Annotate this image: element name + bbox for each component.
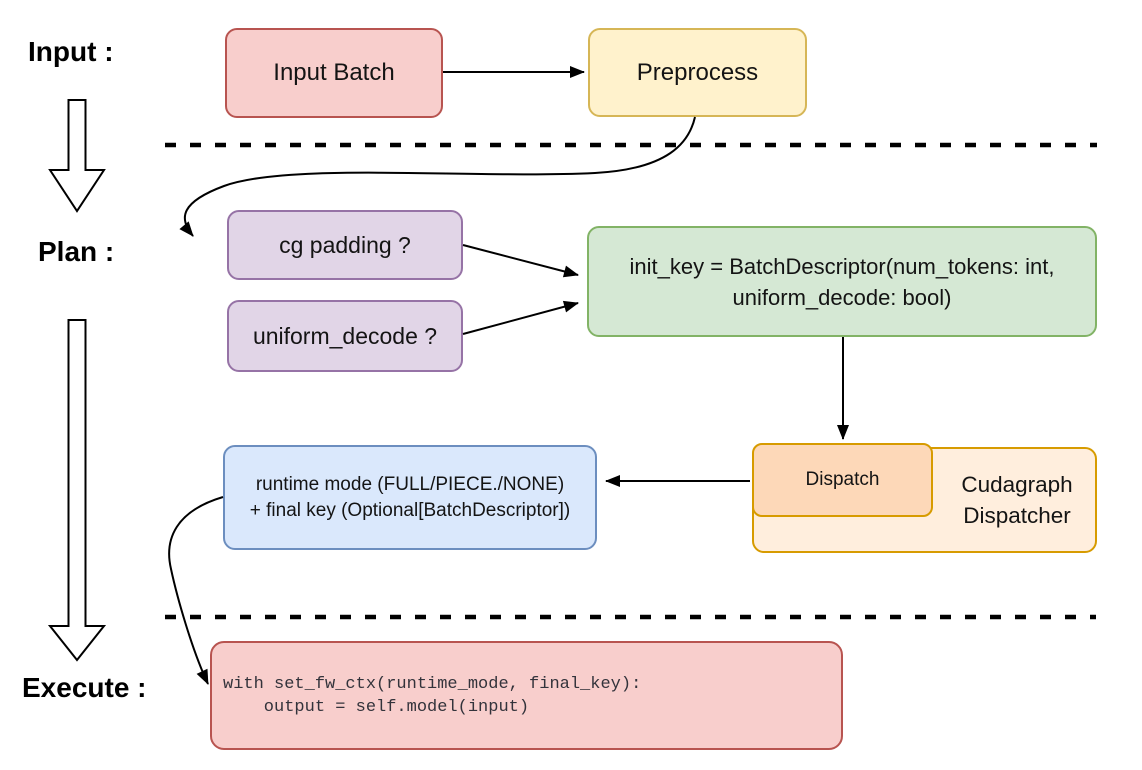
- node-init-key: init_key = BatchDescriptor(num_tokens: i…: [587, 226, 1097, 337]
- node-runtime-mode-line1: runtime mode (FULL/PIECE./NONE): [255, 473, 565, 495]
- node-preprocess-label: Preprocess: [636, 58, 759, 86]
- node-uniform-decode: uniform_decode ?: [227, 300, 463, 372]
- stage-label-execute: Execute :: [22, 672, 147, 703]
- node-runtime-mode: runtime mode (FULL/PIECE./NONE) + final …: [223, 445, 597, 550]
- node-init-key-line1: init_key = BatchDescriptor(num_tokens: i…: [629, 253, 1055, 279]
- node-cudagraph-line2: Dispatcher: [963, 503, 1071, 528]
- node-dispatch: Dispatch: [752, 443, 933, 517]
- execute-code-line2: output = self.model(input): [223, 697, 530, 717]
- node-cg-padding-label: cg padding ?: [279, 231, 411, 258]
- node-uniform-decode-label: uniform_decode ?: [252, 322, 438, 349]
- node-dispatch-label: Dispatch: [805, 469, 880, 490]
- stage-arrow-plan-to-execute: [47, 319, 107, 662]
- node-runtime-mode-line2: + final key (Optional[BatchDescriptor]): [249, 499, 571, 521]
- execute-code-line1: with set_fw_ctx(runtime_mode, final_key)…: [223, 674, 642, 694]
- edge-cgpadding-initkey: [462, 244, 579, 278]
- node-cg-padding: cg padding ?: [227, 210, 463, 280]
- node-init-key-line2: uniform_decode: bool): [732, 284, 952, 310]
- node-preprocess: Preprocess: [588, 28, 807, 117]
- stage-label-input: Input :: [28, 36, 114, 67]
- node-cudagraph-line1: Cudagraph: [961, 472, 1073, 497]
- stage-label-plan: Plan :: [38, 236, 115, 267]
- stage-arrow-input-to-plan: [48, 99, 106, 213]
- node-input-batch-label: Input Batch: [273, 59, 395, 86]
- node-cudagraph-dispatcher-label: Cudagraph Dispatcher: [935, 449, 1099, 551]
- node-execute-code: with set_fw_ctx(runtime_mode, final_key)…: [210, 641, 843, 750]
- edge-uniformdecode-initkey: [462, 300, 579, 335]
- node-input-batch: Input Batch: [225, 28, 443, 118]
